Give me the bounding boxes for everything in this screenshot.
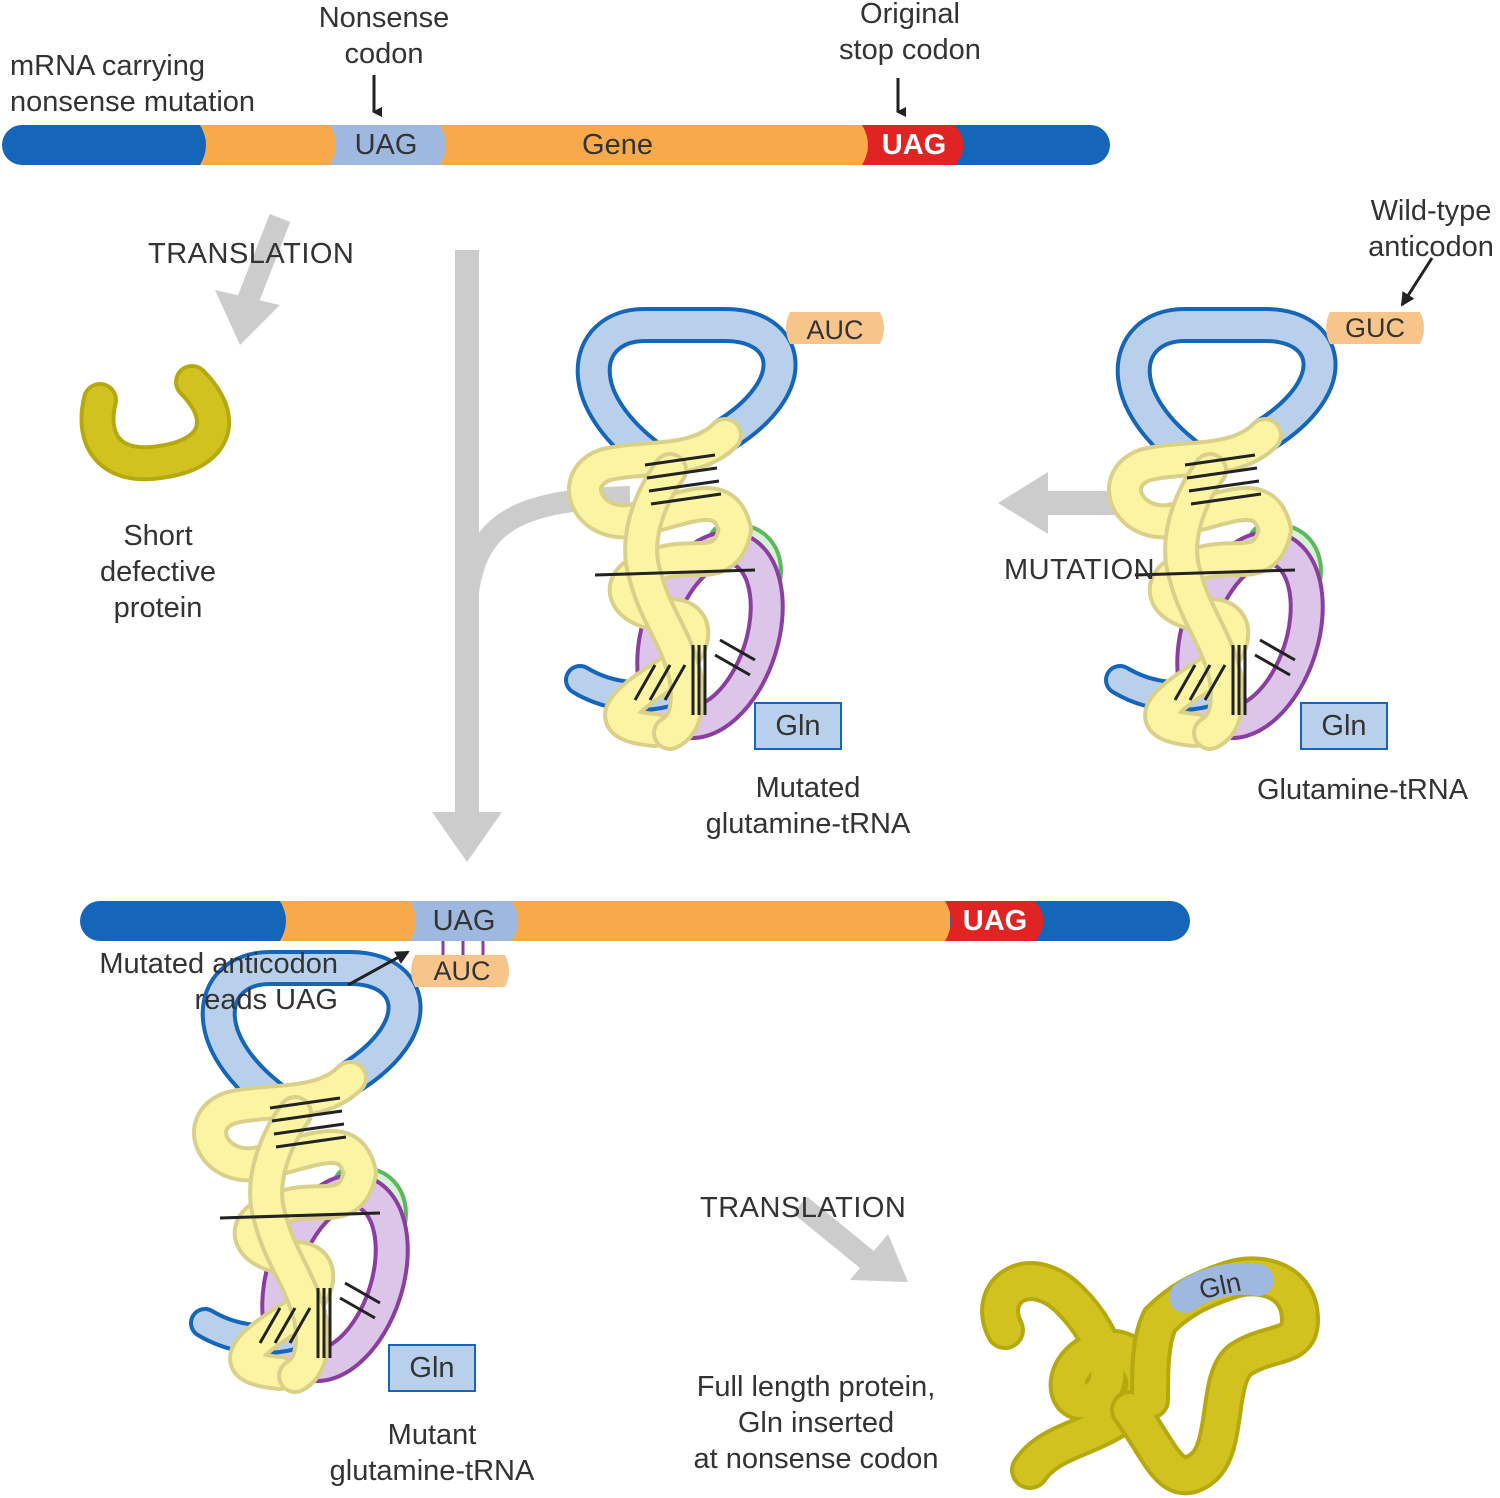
- label-wild-type-anticodon: Wild-type anticodon: [1368, 195, 1494, 263]
- mutated-anticodon-pointer: [347, 950, 410, 987]
- label-mutation: MUTATION: [1004, 554, 1156, 586]
- gln-mutant: Gln: [409, 1352, 455, 1384]
- label-translation-bottom: TRANSLATION: [700, 1192, 907, 1224]
- label-original-stop-codon: Original stop codon: [839, 0, 981, 66]
- gln-box-wild: [1300, 702, 1388, 750]
- codon-uag-bottom-nonsense: UAG: [432, 905, 496, 937]
- mrna-bottom: [80, 901, 1190, 941]
- label-nonsense-codon: Nonsense codon: [318, 2, 450, 70]
- translation-arrow-top: [215, 213, 291, 345]
- label-mutated-trna: Mutated glutamine-tRNA: [705, 772, 911, 840]
- codon-uag-nonsense: UAG: [354, 129, 418, 161]
- gln-box-mutated: [754, 702, 842, 750]
- mutated-trna: [575, 317, 787, 737]
- label-translation-top: TRANSLATION: [148, 238, 355, 270]
- anticodon-auc-mutated: AUC: [806, 315, 864, 345]
- full-length-protein: [980, 1256, 1321, 1496]
- codon-uag-bottom-stop: UAG: [962, 905, 1028, 937]
- label-glutamine-trna: Glutamine-tRNA: [1256, 774, 1469, 806]
- anticodon-guc-wild: GUC: [1345, 313, 1405, 343]
- codon-pairing: [441, 941, 485, 956]
- codon-uag-stop: UAG: [881, 129, 947, 161]
- glutamine-trna: [1120, 325, 1327, 737]
- mutant-trna: [205, 968, 412, 1380]
- wild-type-pointer: [1400, 257, 1434, 307]
- label-full-length-protein: Full length protein, Gln inserted at non…: [693, 1371, 939, 1475]
- label-mrna-carrying: mRNA carrying nonsense mutation: [10, 50, 256, 118]
- label-mutated-anticodon-reads: Mutated anticodon reads UAG: [99, 948, 338, 1016]
- label-mutant-trna: Mutant glutamine-tRNA: [329, 1419, 535, 1487]
- label-short-protein: Short defective protein: [99, 520, 217, 624]
- mrna-top: [2, 125, 1110, 165]
- gln-box-mutant: [388, 1344, 476, 1392]
- translation-arrow-bottom: [793, 1196, 908, 1282]
- gene-label: Gene: [582, 129, 653, 161]
- gln-wild: Gln: [1321, 710, 1367, 742]
- gln-mutated: Gln: [775, 710, 821, 742]
- anticodon-auc-bottom: AUC: [433, 956, 491, 986]
